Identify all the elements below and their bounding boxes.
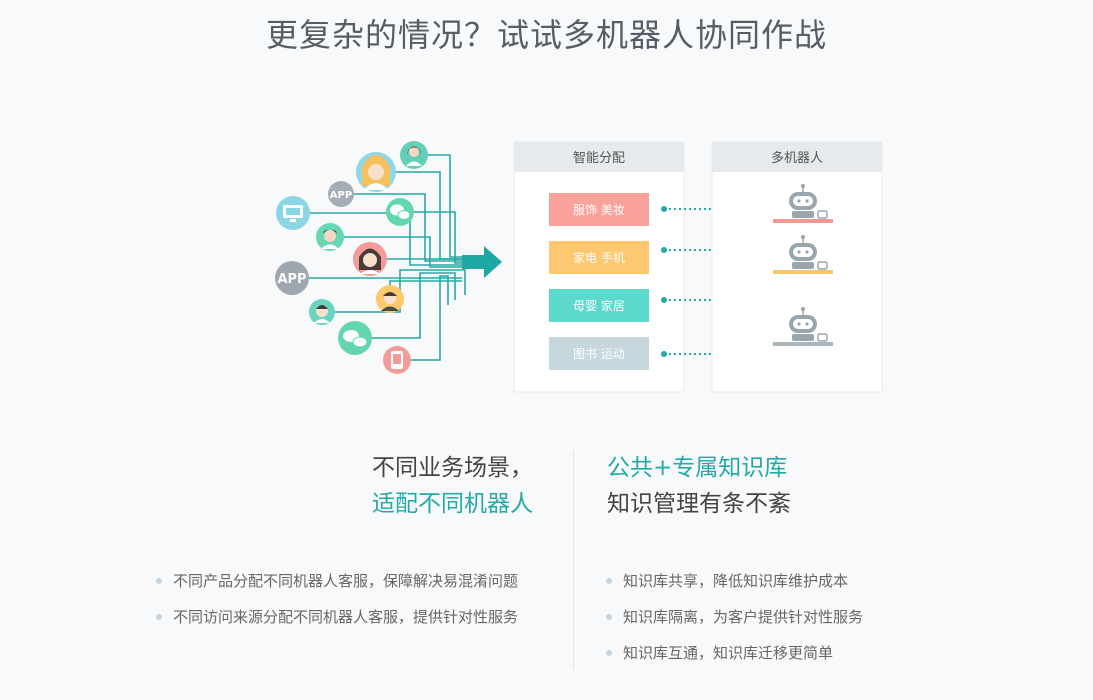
avatar-man-icon <box>316 223 344 251</box>
app-small-label: APP <box>330 190 352 201</box>
list-item: 不同访问来源分配不同机器人客服，提供针对性服务 <box>156 607 518 643</box>
left-feature-title: 不同业务场景， 适配不同机器人 <box>372 450 533 522</box>
app-icon: APP <box>275 261 309 295</box>
left-title-line1: 不同业务场景， <box>372 455 533 481</box>
category-label: 母婴 家居 <box>573 298 625 313</box>
robot-icon <box>773 235 833 274</box>
left-bullet-list: 不同产品分配不同机器人客服，保障解决易混淆问题 不同访问来源分配不同机器人客服，… <box>156 571 518 643</box>
avatar-man-icon <box>309 299 335 325</box>
flow-arrow-icon <box>462 246 502 278</box>
robot-icon <box>773 184 833 223</box>
category-home: 母婴 家居 <box>549 289 649 322</box>
avatar-man-icon <box>376 285 404 313</box>
column-divider <box>573 450 574 670</box>
category-label: 家电 手机 <box>573 250 625 265</box>
app-icon: APP <box>328 181 354 207</box>
wechat-icon <box>386 198 414 226</box>
right-bullet-list: 知识库共享，降低知识库维护成本 知识库隔离，为客户提供针对性服务 知识库互通，知… <box>606 571 863 679</box>
source-icons: APP APP <box>275 141 428 374</box>
page-title: 更复杂的情况？试试多机器人协同作战 <box>265 16 827 54</box>
avatar-woman-icon <box>356 152 396 192</box>
category-label: 服饰 美妆 <box>573 203 625 217</box>
robot-icon <box>773 307 833 346</box>
robots-panel: 多机器人 <box>711 141 883 393</box>
avatar-woman-icon <box>353 242 387 276</box>
monitor-icon <box>276 196 310 230</box>
distribution-header: 智能分配 <box>573 151 625 166</box>
avatar-woman-icon <box>400 141 428 169</box>
left-title-line2: 适配不同机器人 <box>372 491 533 517</box>
app-large-label: APP <box>277 272 306 287</box>
distribution-panel: 智能分配 服饰 美妆 家电 手机 母婴 家居 图书 运动 <box>513 141 685 393</box>
right-feature-title: 公共+专属知识库 知识管理有条不紊 <box>607 450 791 522</box>
right-title-line2: 知识管理有条不紊 <box>607 491 791 517</box>
category-appliances: 家电 手机 <box>549 241 649 274</box>
right-title-line1: 公共+专属知识库 <box>607 455 788 481</box>
wechat-icon <box>338 321 372 355</box>
category-books: 图书 运动 <box>549 337 649 370</box>
list-item: 知识库隔离，为客户提供针对性服务 <box>606 607 863 643</box>
list-item: 不同产品分配不同机器人客服，保障解决易混淆问题 <box>156 571 518 607</box>
robots-header: 多机器人 <box>771 150 823 166</box>
list-item: 知识库共享，降低知识库维护成本 <box>606 571 863 607</box>
distribution-diagram: APP APP <box>275 141 883 393</box>
category-clothing: 服饰 美妆 <box>549 193 649 226</box>
category-label: 图书 运动 <box>573 347 625 361</box>
mobile-icon <box>383 346 411 374</box>
list-item: 知识库互通，知识库迁移更简单 <box>606 643 863 679</box>
